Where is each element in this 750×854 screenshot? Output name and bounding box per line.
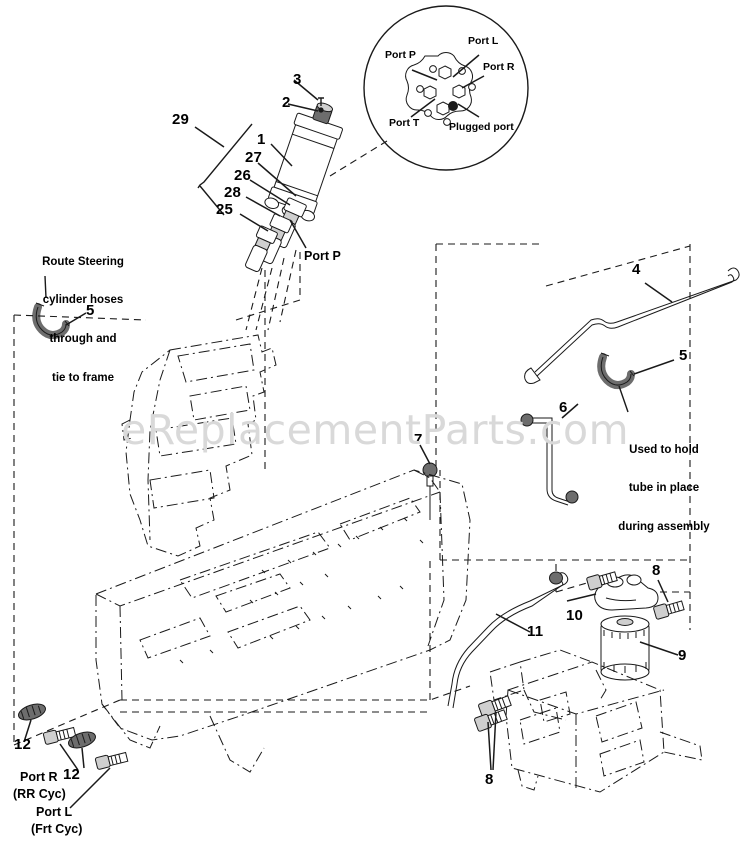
callout-11: 11: [527, 623, 544, 640]
hold-note-line-2: tube in place: [628, 482, 700, 495]
tube-4: [524, 267, 740, 384]
fitting-8-upper: [586, 571, 618, 591]
callout-7: 7: [414, 431, 423, 448]
callout-6: 6: [559, 399, 568, 416]
port-detail-bubble: [329, 5, 529, 177]
callout-1: 1: [257, 131, 266, 148]
watermark: eReplacementParts.com: [120, 406, 630, 454]
fitting-8-transaxle-a: [478, 695, 512, 718]
hose-fittings: [245, 197, 307, 331]
port-r-rr-line1: Port R: [20, 770, 58, 784]
callout-12-b: 12: [63, 766, 81, 783]
route-note-line-4: tie to frame: [52, 371, 114, 384]
callout-25: 25: [216, 201, 234, 218]
frame-rail-phantom: [95, 469, 471, 773]
clip-5a: [32, 302, 70, 339]
route-note-line-1: Route Steering: [42, 255, 124, 268]
route-note-line-2: cylinder hoses: [42, 294, 124, 307]
port-r-rr-line2: (RR Cyc): [13, 787, 66, 801]
small-fasteners: [318, 97, 324, 113]
hold-note-line-1: Used to hold: [629, 443, 699, 456]
callout-5-left: 5: [86, 302, 95, 319]
tube-11: [447, 571, 569, 709]
callout-27: 27: [245, 149, 263, 166]
callout-26: 26: [234, 167, 252, 184]
transaxle-phantom: [489, 649, 703, 793]
port-l-frt-line1: Port L: [36, 805, 73, 819]
callout-3: 3: [293, 71, 302, 88]
port-r-detail-label: Port R: [483, 61, 515, 73]
fitting-8-lower: [653, 600, 685, 620]
port-p-cylinder-label: Port P: [304, 249, 341, 263]
seat-pan-phantom: [121, 334, 277, 557]
route-clip-group: [32, 275, 87, 339]
plugged-port-detail-label: Plugged port: [449, 121, 514, 133]
port-l-frt-line2: (Frt Cyc): [31, 822, 83, 836]
port-t-detail-label: Port T: [389, 117, 420, 129]
hold-note-line-3: during assembly: [618, 521, 710, 533]
clip-5b: [597, 352, 635, 389]
fitting-7: [422, 462, 438, 520]
callout-28: 28: [224, 184, 242, 201]
callout-2: 2: [282, 94, 291, 111]
callout-12-a: 12: [14, 736, 32, 753]
callout-4: 4: [632, 261, 641, 278]
oil-filter-9: [600, 615, 650, 681]
tube-6: [520, 413, 579, 506]
callout-9: 9: [678, 647, 687, 664]
callout-8-upper: 8: [652, 562, 661, 579]
callout-8-transaxle: 8: [485, 771, 494, 788]
callout-5-right: 5: [679, 347, 688, 364]
steering-valve-assembly: [194, 79, 343, 331]
callout-10: 10: [566, 607, 584, 624]
port-l-detail-label: Port L: [468, 35, 499, 47]
port-p-detail-label: Port P: [385, 49, 416, 61]
callout-29: 29: [172, 111, 190, 128]
route-note-line-3: through and: [49, 333, 117, 345]
port-fittings-bottom-left: [18, 703, 129, 770]
